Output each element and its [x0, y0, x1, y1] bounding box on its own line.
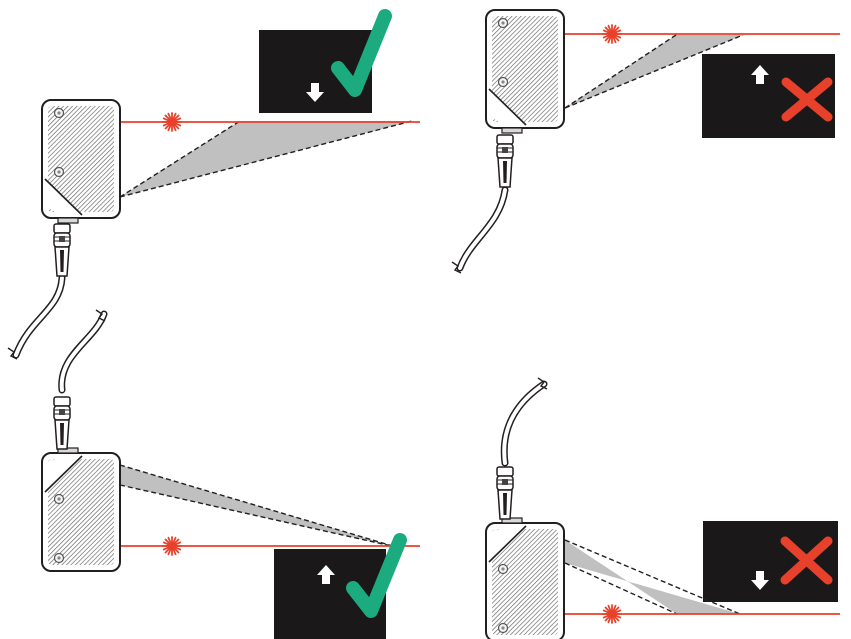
red-cross-icon [781, 77, 833, 122]
scene-top-right [451, 9, 840, 274]
sensor-housing [41, 447, 121, 572]
laser-spot-icon [602, 24, 622, 44]
red-cross-icon [780, 536, 833, 585]
green-check-icon [331, 9, 392, 97]
cable-connector [496, 466, 514, 520]
cable-connector [496, 134, 514, 188]
laser-spot-icon [602, 604, 622, 624]
scene-bottom-left [41, 309, 420, 639]
target-object [274, 549, 386, 639]
sensor-housing [485, 517, 565, 639]
green-check-icon [346, 533, 407, 618]
cable-connector [53, 396, 71, 450]
scene-bottom-right [485, 377, 840, 639]
laser-spot-icon [162, 536, 182, 556]
receiver-cone [120, 465, 396, 547]
cable-connector [53, 223, 71, 277]
scene-top-left [7, 9, 420, 360]
sensor-housing [485, 9, 565, 134]
sensor-housing [41, 99, 121, 224]
laser-spot-icon [162, 112, 182, 132]
target-object [703, 521, 838, 602]
